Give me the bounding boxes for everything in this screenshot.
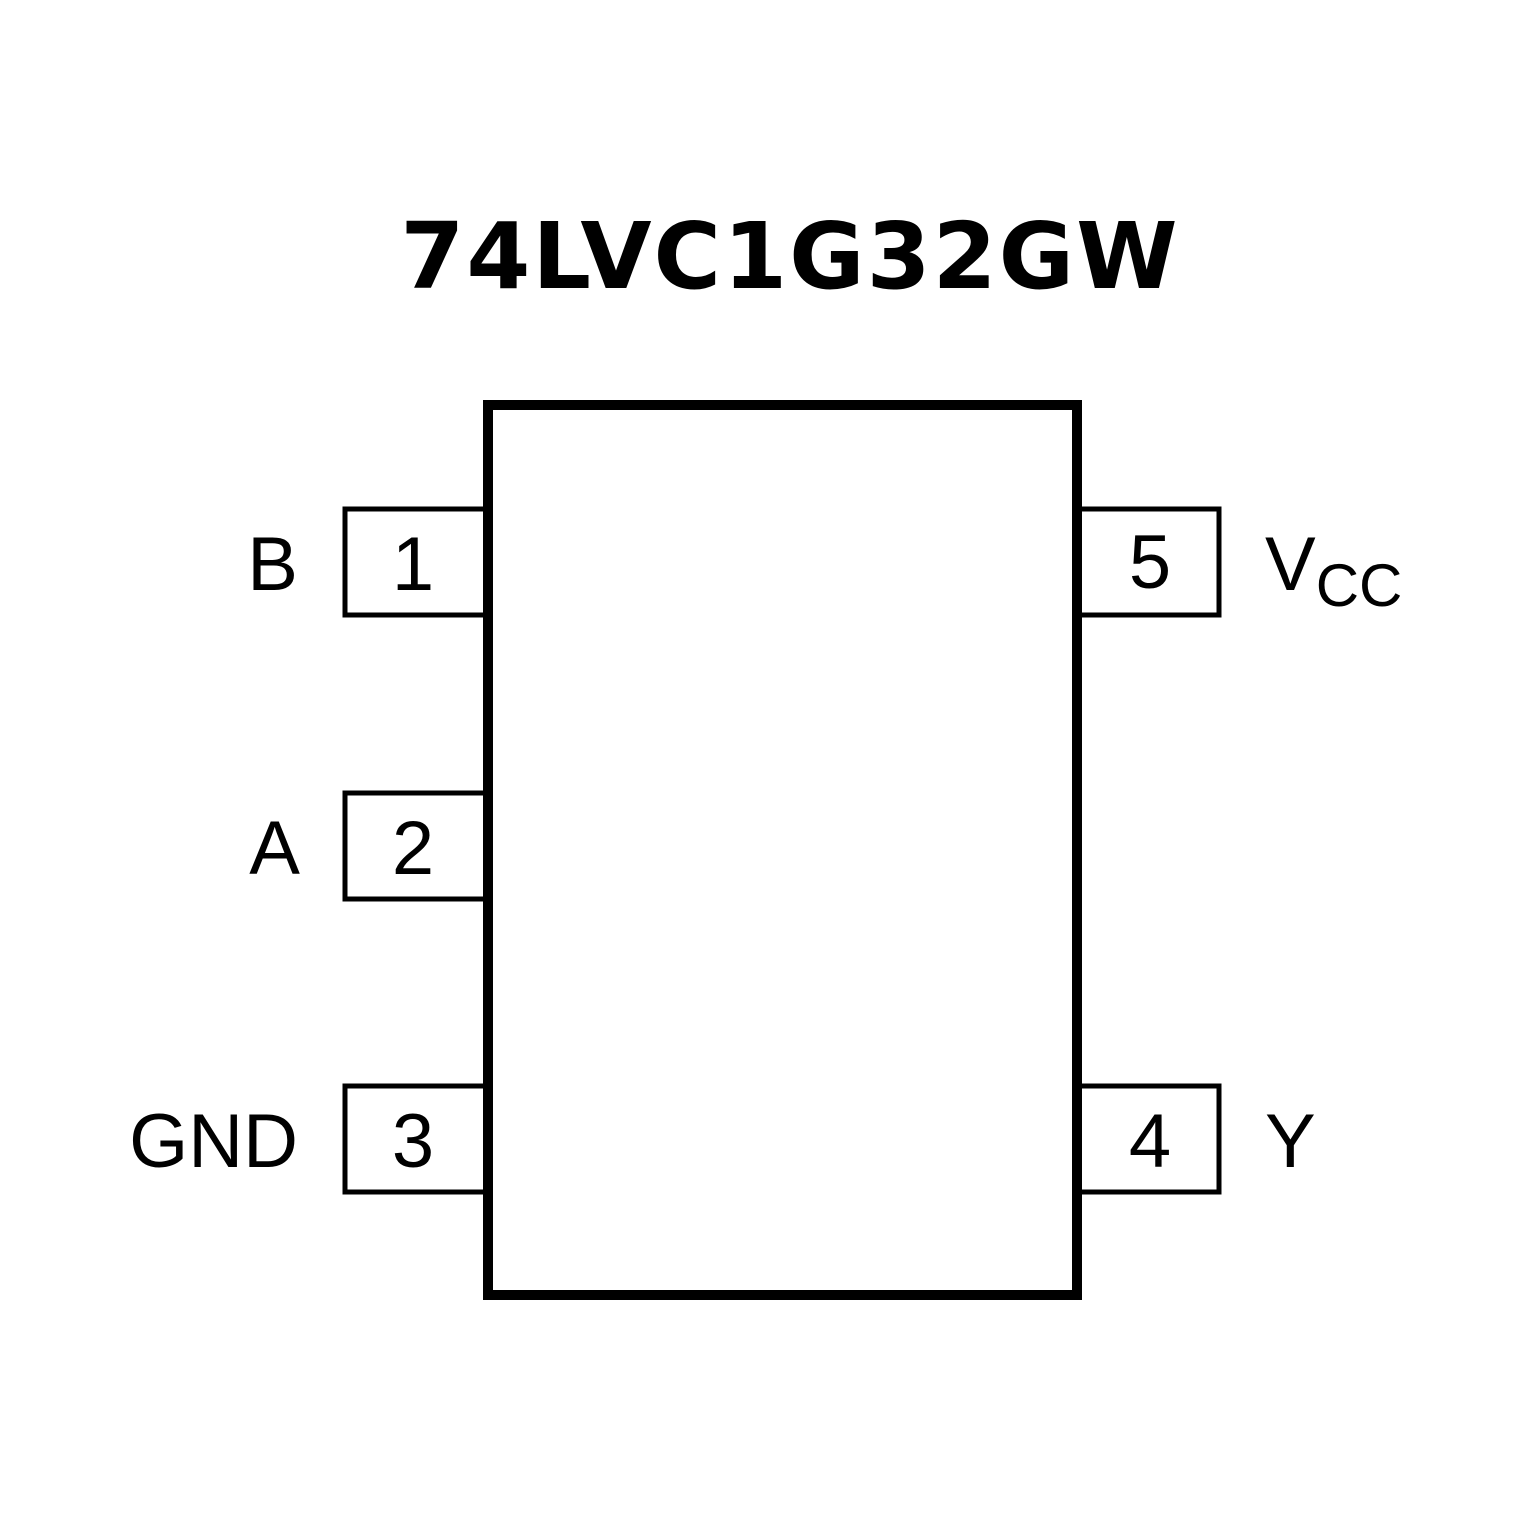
pin-4: 4 Y [1076, 1083, 1316, 1195]
pin-4-name: Y [1265, 1099, 1316, 1184]
pin-3-name: GND [129, 1099, 298, 1184]
pin-5-number: 5 [1129, 520, 1171, 605]
pin-3: 3 GND [129, 1083, 489, 1195]
pin-2-number: 2 [392, 806, 434, 891]
pin-2-name: A [249, 806, 300, 891]
pin-5-name-main: V [1265, 522, 1316, 607]
pin-5-name: VCC [1265, 522, 1402, 619]
pin-5-box [1076, 506, 1222, 618]
pin-2: 2 A [249, 790, 489, 902]
pin-5: 5 VCC [1076, 506, 1402, 619]
chip-title: 74LVC1G32GW [400, 203, 1179, 310]
pin-1-box [342, 506, 489, 618]
pin-3-box [342, 1083, 489, 1195]
pin-1: 1 B [247, 506, 489, 618]
pin-1-name: B [247, 522, 298, 607]
pin-4-box [1076, 1083, 1222, 1195]
pin-1-number: 1 [392, 522, 434, 607]
chip-body [483, 400, 1082, 1300]
pin-3-number: 3 [392, 1099, 434, 1184]
pin-4-number: 4 [1129, 1099, 1171, 1184]
pin-2-box [342, 790, 489, 902]
pin-5-name-subscript: CC [1316, 552, 1403, 619]
